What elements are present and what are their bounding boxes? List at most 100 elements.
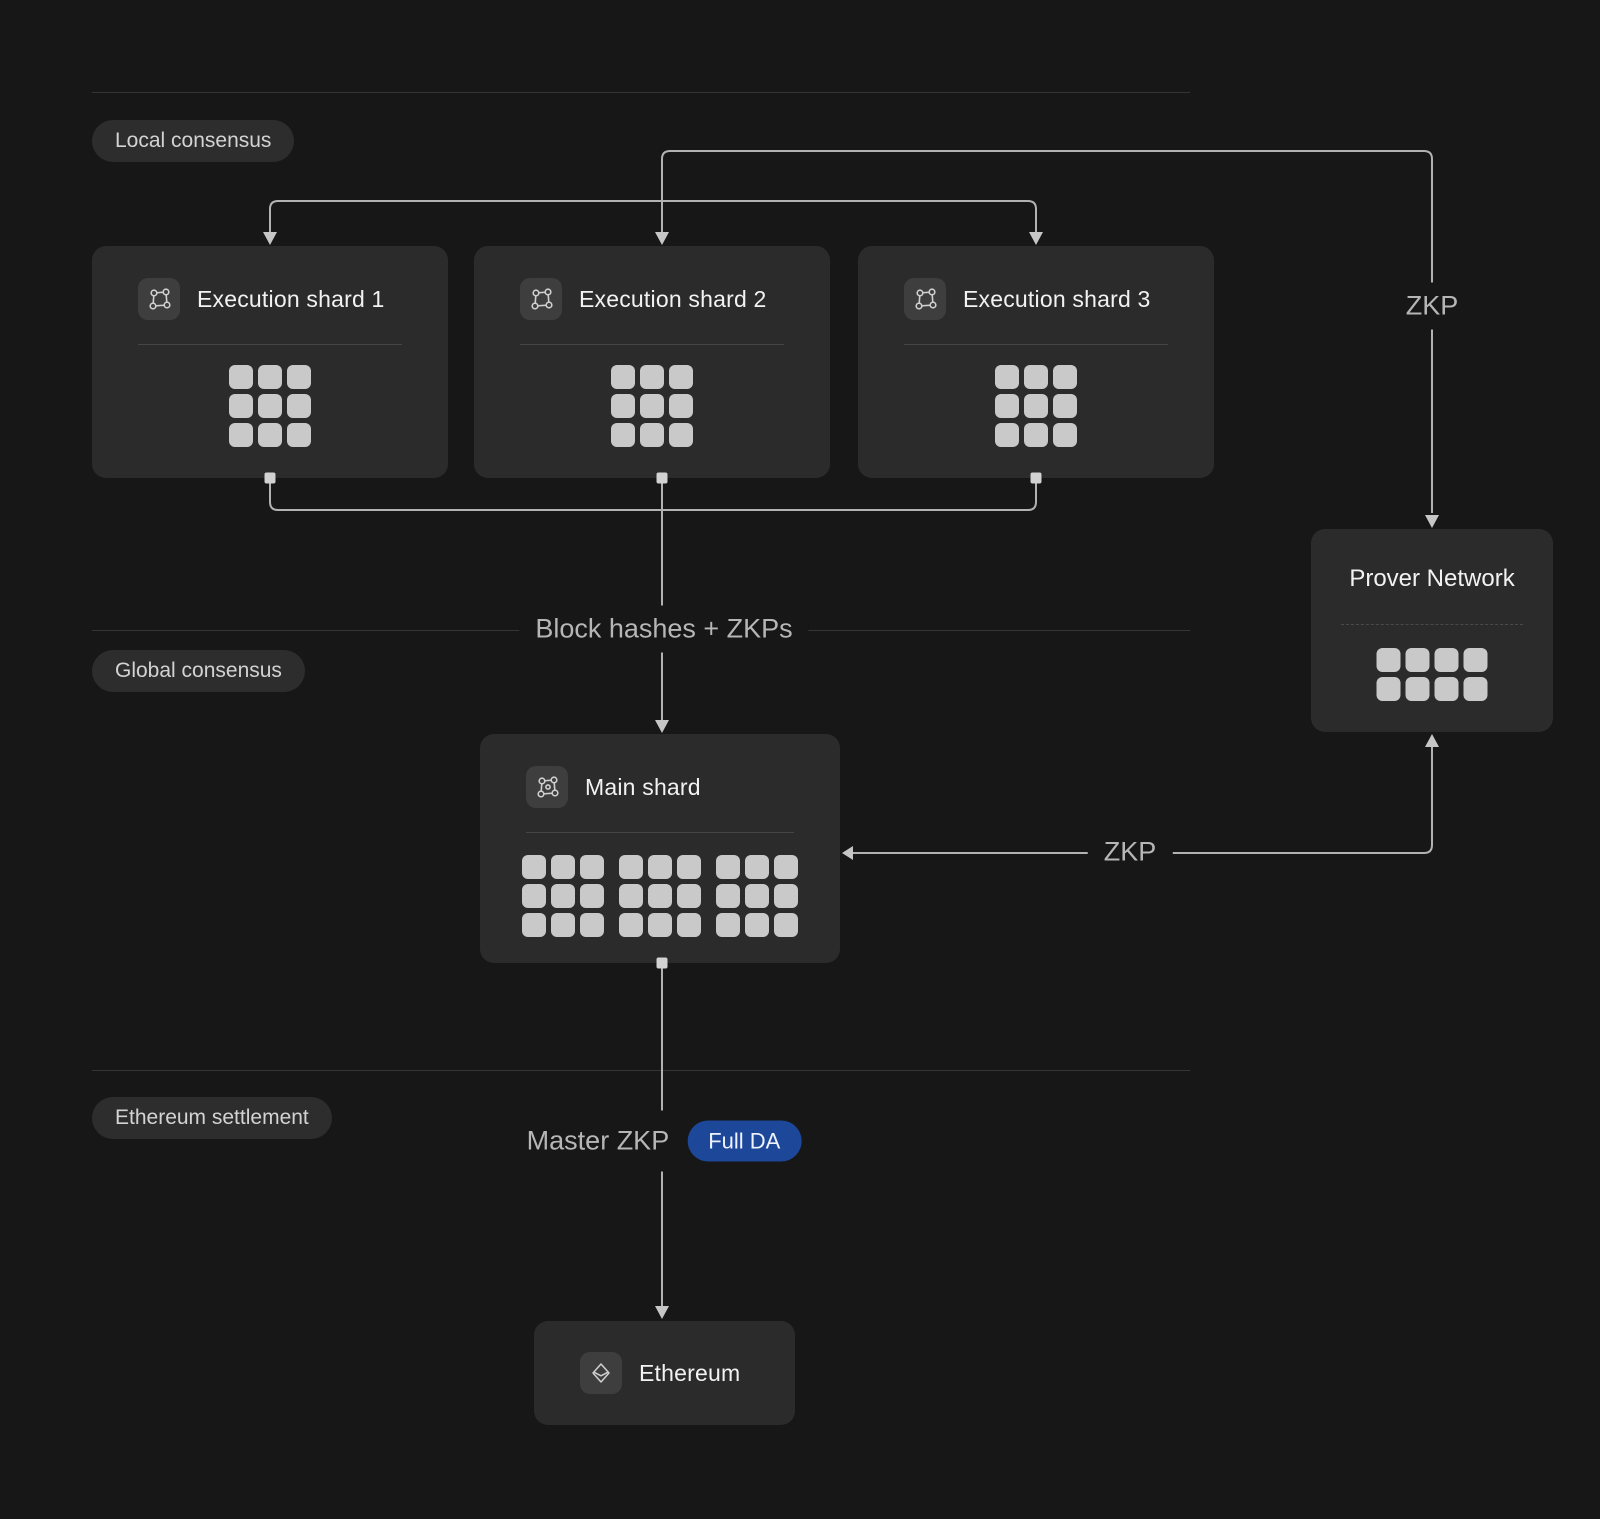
node-card-ethereum: Ethereum	[534, 1321, 795, 1425]
grid-square	[745, 855, 769, 879]
flow-label-zkp-to-prover: ZKP	[1389, 282, 1475, 330]
grid-square	[287, 365, 311, 389]
grid-square	[611, 365, 635, 389]
block-grid	[716, 855, 798, 937]
main-shard-frame-icon	[526, 766, 568, 808]
grid-square	[774, 855, 798, 879]
node-title: Execution shard 2	[579, 285, 767, 312]
grid-square	[1434, 677, 1459, 701]
grid-square	[774, 884, 798, 908]
shard-frame-icon	[904, 278, 946, 320]
block-grid	[619, 855, 701, 937]
node-title: Execution shard 1	[197, 285, 385, 312]
grid-square	[677, 884, 701, 908]
grid-square	[640, 394, 664, 418]
block-grid	[611, 365, 693, 447]
grid-square	[1053, 394, 1077, 418]
grid-square	[1405, 648, 1430, 672]
node-title: Ethereum	[639, 1359, 741, 1386]
node-card-main-shard: Main shard	[480, 734, 840, 963]
grid-square	[619, 913, 643, 937]
flow-label-block-hashes-zkps: Block hashes + ZKPs	[519, 605, 809, 653]
flow-label-zkp-to-main-shard: ZKP	[1087, 828, 1173, 876]
block-grid	[229, 365, 311, 447]
grid-square	[580, 884, 604, 908]
grid-square	[551, 913, 575, 937]
shard-frame-icon	[520, 278, 562, 320]
grid-square	[551, 855, 575, 879]
node-card-prover-network: Prover Network	[1311, 529, 1553, 732]
block-grid-wrap	[522, 855, 798, 937]
section-divider-local	[92, 92, 1190, 93]
ethereum-icon	[580, 1352, 622, 1394]
grid-square	[648, 913, 672, 937]
block-grid-wrap	[229, 365, 311, 447]
grid-square	[522, 913, 546, 937]
grid-square	[229, 394, 253, 418]
grid-square	[611, 423, 635, 447]
grid-square	[522, 855, 546, 879]
grid-square	[1376, 677, 1401, 701]
grid-square	[1405, 677, 1430, 701]
grid-square	[669, 365, 693, 389]
block-grid	[522, 855, 604, 937]
section-label-ethereum-settlement: Ethereum settlement	[92, 1097, 332, 1139]
grid-square	[1024, 365, 1048, 389]
grid-square	[522, 884, 546, 908]
grid-square	[745, 884, 769, 908]
flow-label-master-zkp-group: Master ZKP Full DA	[512, 1110, 816, 1172]
block-grid	[1376, 648, 1488, 701]
grid-square	[716, 855, 740, 879]
node-title: Main shard	[585, 773, 701, 800]
grid-square	[1434, 648, 1459, 672]
grid-square	[258, 365, 282, 389]
card-divider	[1341, 624, 1523, 625]
grid-square	[677, 855, 701, 879]
grid-square	[1053, 365, 1077, 389]
grid-square	[611, 394, 635, 418]
grid-square	[1463, 648, 1488, 672]
node-card-execution-shard-1: Execution shard 1	[92, 246, 448, 478]
grid-square	[287, 423, 311, 447]
grid-square	[580, 855, 604, 879]
section-label-global-consensus: Global consensus	[92, 650, 305, 692]
grid-square	[669, 394, 693, 418]
node-card-execution-shard-3: Execution shard 3	[858, 246, 1214, 478]
grid-square	[745, 913, 769, 937]
grid-square	[995, 394, 1019, 418]
node-card-execution-shard-2: Execution shard 2	[474, 246, 830, 478]
block-grid-wrap	[611, 365, 693, 447]
grid-square	[1024, 423, 1048, 447]
grid-square	[669, 423, 693, 447]
card-divider	[520, 344, 784, 345]
card-divider	[904, 344, 1168, 345]
grid-square	[640, 365, 664, 389]
card-divider	[526, 832, 794, 833]
grid-square	[1463, 677, 1488, 701]
grid-square	[1053, 423, 1077, 447]
section-divider-settlement	[92, 1070, 1190, 1071]
grid-square	[677, 913, 701, 937]
grid-square	[258, 394, 282, 418]
flow-label-master-zkp: Master ZKP	[526, 1125, 670, 1156]
grid-square	[287, 394, 311, 418]
grid-square	[229, 365, 253, 389]
grid-square	[551, 884, 575, 908]
node-title: Prover Network	[1349, 565, 1515, 592]
grid-square	[1024, 394, 1048, 418]
block-grid-wrap	[1376, 648, 1488, 701]
full-da-badge: Full DA	[687, 1120, 802, 1162]
grid-square	[648, 884, 672, 908]
grid-square	[995, 423, 1019, 447]
grid-square	[229, 423, 253, 447]
card-divider	[138, 344, 402, 345]
grid-square	[619, 884, 643, 908]
shard-frame-icon	[138, 278, 180, 320]
grid-square	[716, 913, 740, 937]
grid-square	[995, 365, 1019, 389]
node-title: Execution shard 3	[963, 285, 1151, 312]
block-grid-wrap	[995, 365, 1077, 447]
grid-square	[774, 913, 798, 937]
grid-square	[580, 913, 604, 937]
